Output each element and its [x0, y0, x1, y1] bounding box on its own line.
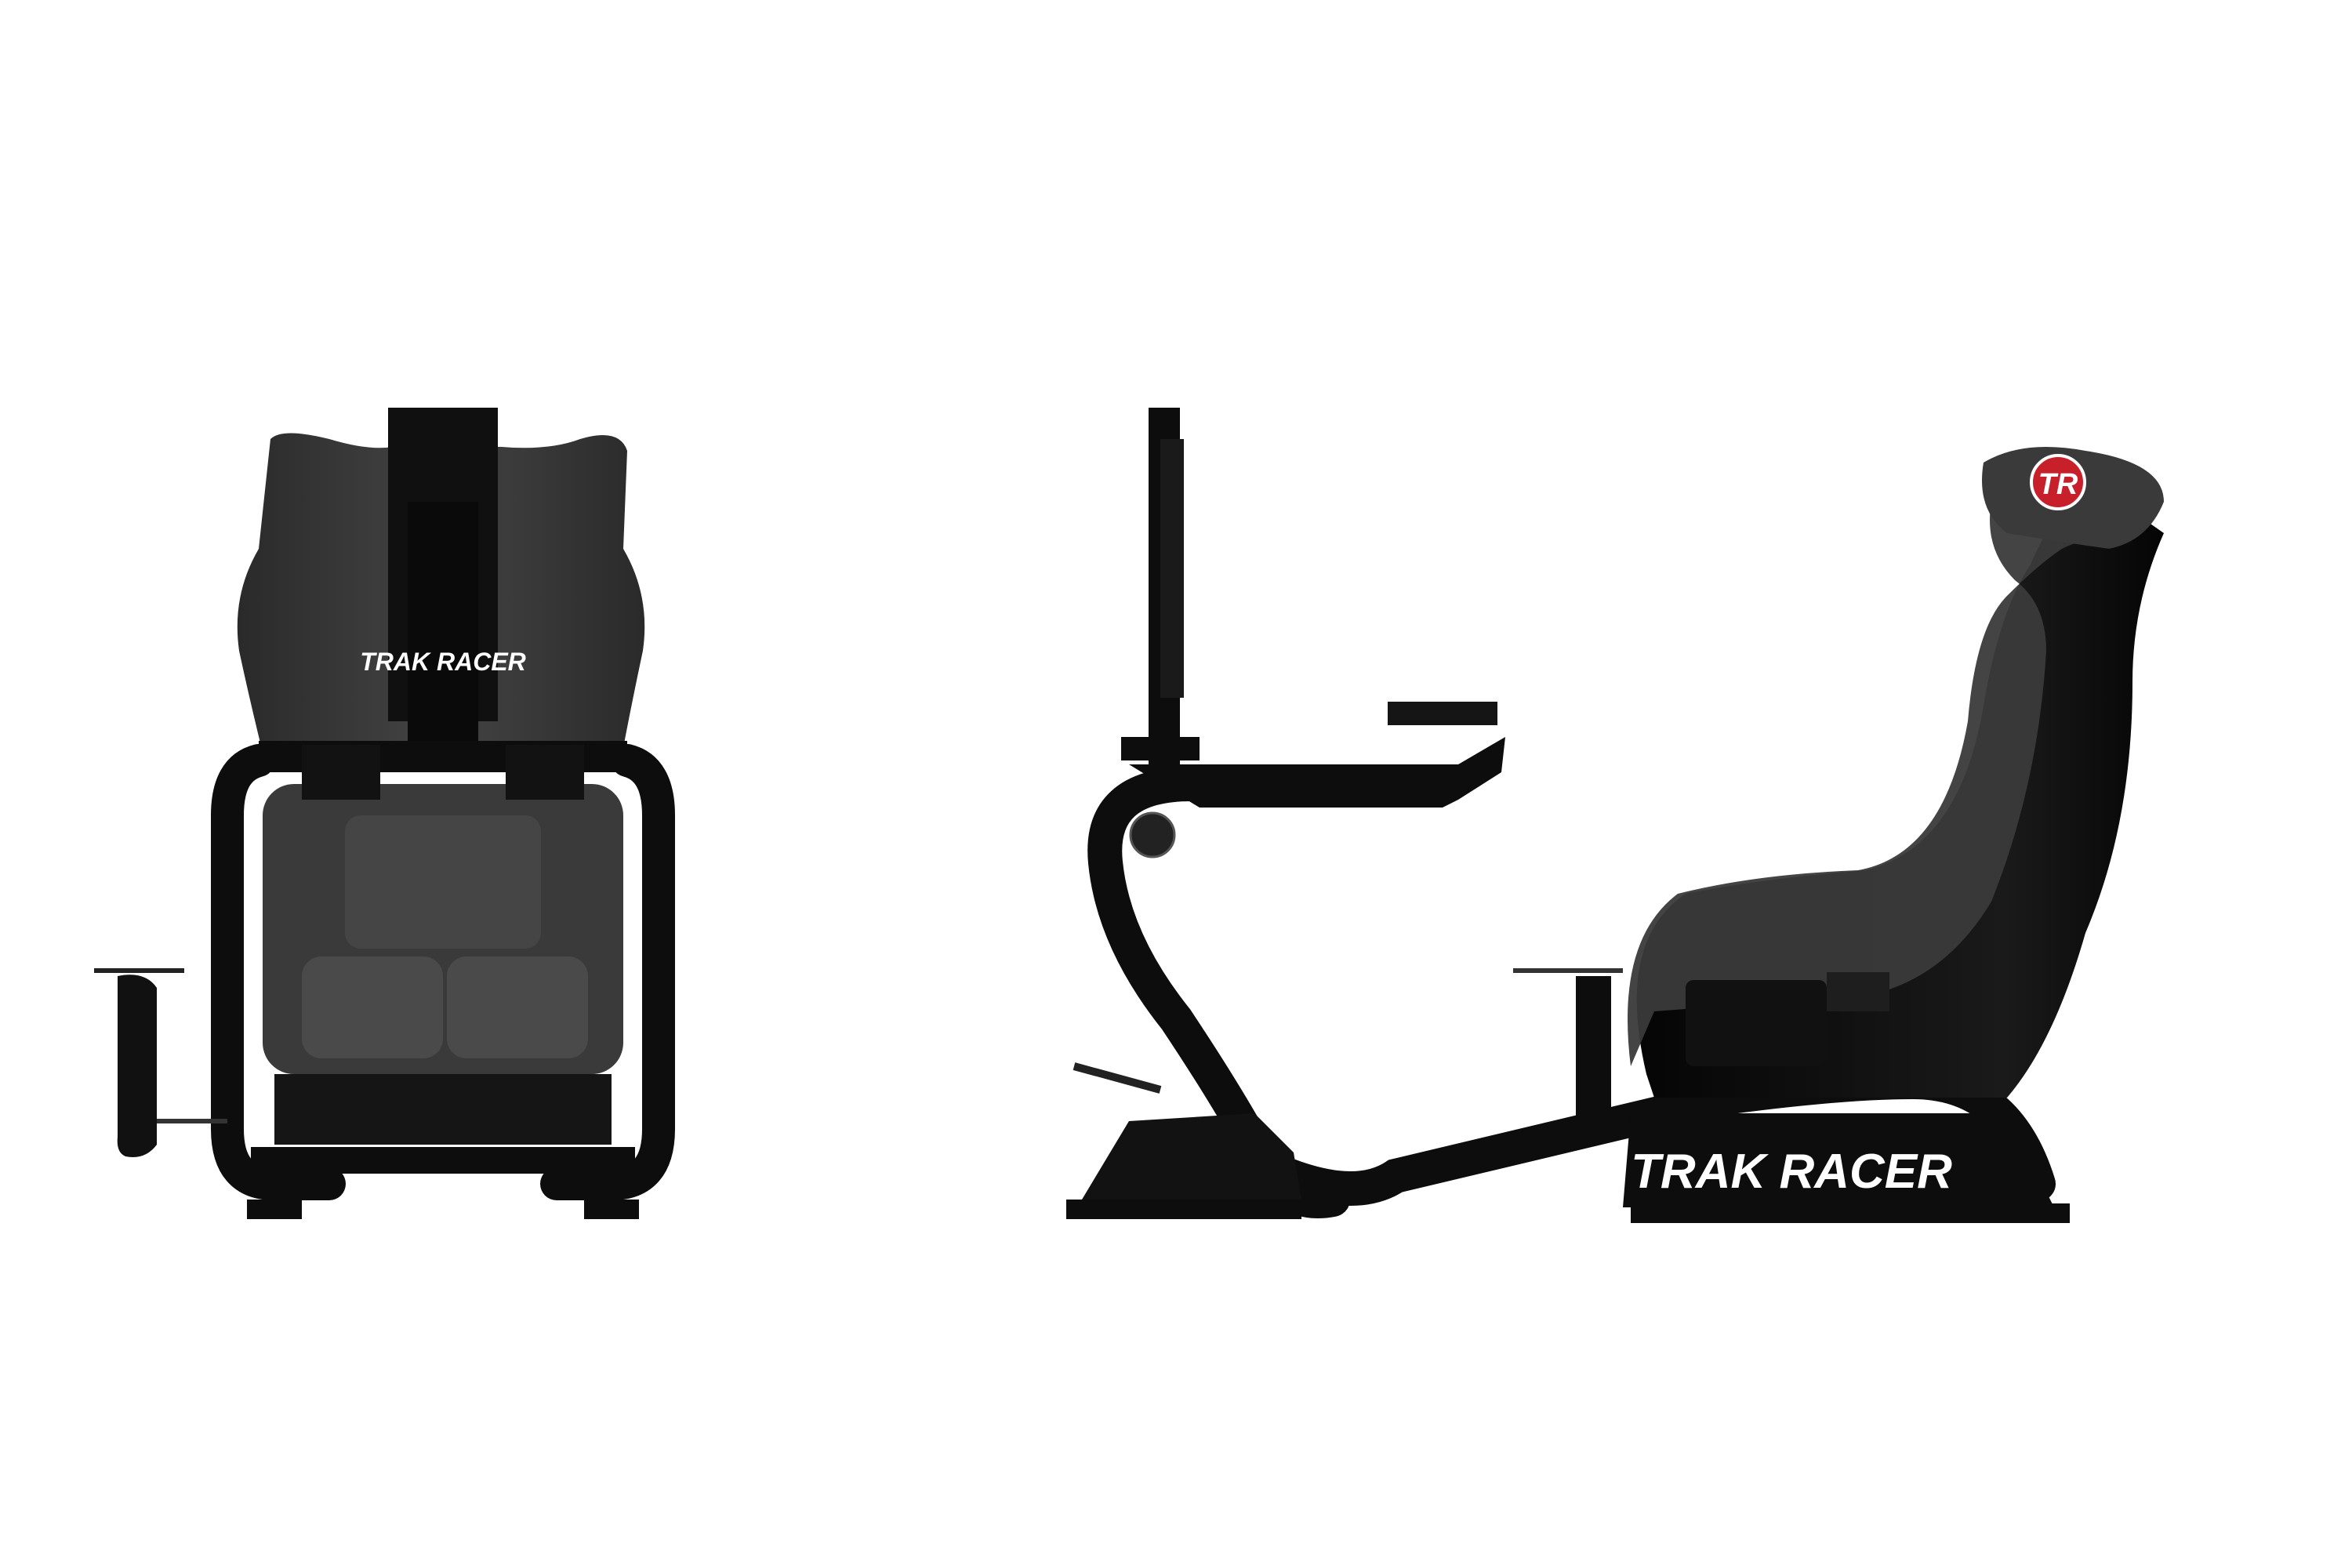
side-seat-slider-bracket [1686, 980, 1827, 1066]
front-view: TRAK RACER [94, 408, 675, 1219]
side-pedal-plate [1082, 1113, 1301, 1200]
front-deck-bracket-right [506, 745, 584, 800]
front-frame-left-tube [211, 744, 346, 1200]
front-seat-right-thigh [447, 956, 588, 1058]
front-monitor-mount-upright [408, 502, 478, 753]
front-frame-right-tube [540, 744, 675, 1200]
side-deck-top-plate [1388, 702, 1497, 725]
front-foot-right [584, 1200, 639, 1219]
front-seat-center-pad [345, 815, 541, 949]
side-brand-text: TRAK RACER [1631, 1145, 1952, 1199]
side-seat-handle [1827, 972, 1889, 1011]
front-seat-left-thigh [302, 956, 443, 1058]
front-shifter-mount [117, 975, 157, 1157]
front-seat-rails [274, 1074, 612, 1145]
tr-badge-icon [2030, 454, 2086, 510]
side-monitor-base [1121, 737, 1200, 760]
side-view: TRAK RACER TR [1066, 408, 2164, 1223]
side-monitor-bracket [1160, 439, 1184, 698]
side-seat-base [1623, 1113, 2054, 1207]
tr-badge-text: TR [2038, 468, 2078, 501]
side-foot-front [1066, 1200, 1301, 1219]
side-foot-rear [1631, 1203, 2070, 1223]
side-wheel-deck [1129, 737, 1505, 808]
side-shifter-post [1576, 976, 1611, 1117]
front-seat-logo: TRAK RACER [360, 648, 526, 676]
side-seat-fabric [1628, 461, 2112, 1066]
side-pedal-lever [1073, 1062, 1162, 1094]
side-frame-logo-emblem [1129, 811, 1176, 858]
front-foot-left [247, 1200, 302, 1219]
front-deck-bracket-left [302, 745, 380, 800]
